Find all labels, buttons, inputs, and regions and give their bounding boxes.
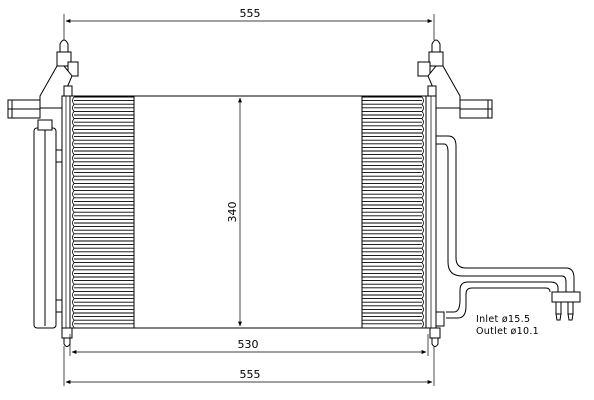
condenser-core xyxy=(69,95,427,329)
dimension-bottom-width-label: 555 xyxy=(240,368,261,381)
left-header-tank xyxy=(61,95,71,329)
dimension-bottom-width: 555 xyxy=(63,346,435,386)
dimension-core-width: 530 xyxy=(69,334,429,356)
receiver-drier xyxy=(33,119,65,329)
dimension-top-width: 555 xyxy=(63,7,435,40)
right-header-tank xyxy=(425,95,437,329)
dimension-core-width-label: 530 xyxy=(238,338,259,351)
outlet-note: Outlet ø10.1 xyxy=(476,326,539,337)
inlet-note: Inlet ø15.5 xyxy=(476,314,530,325)
fin-pattern-left xyxy=(72,96,136,328)
fin-pattern-right xyxy=(360,96,424,328)
dimension-core-height: 340 xyxy=(226,97,242,327)
dimension-height-label: 340 xyxy=(226,202,239,223)
dimension-top-label: 555 xyxy=(240,7,261,20)
refrigerant-pipes xyxy=(436,135,581,321)
